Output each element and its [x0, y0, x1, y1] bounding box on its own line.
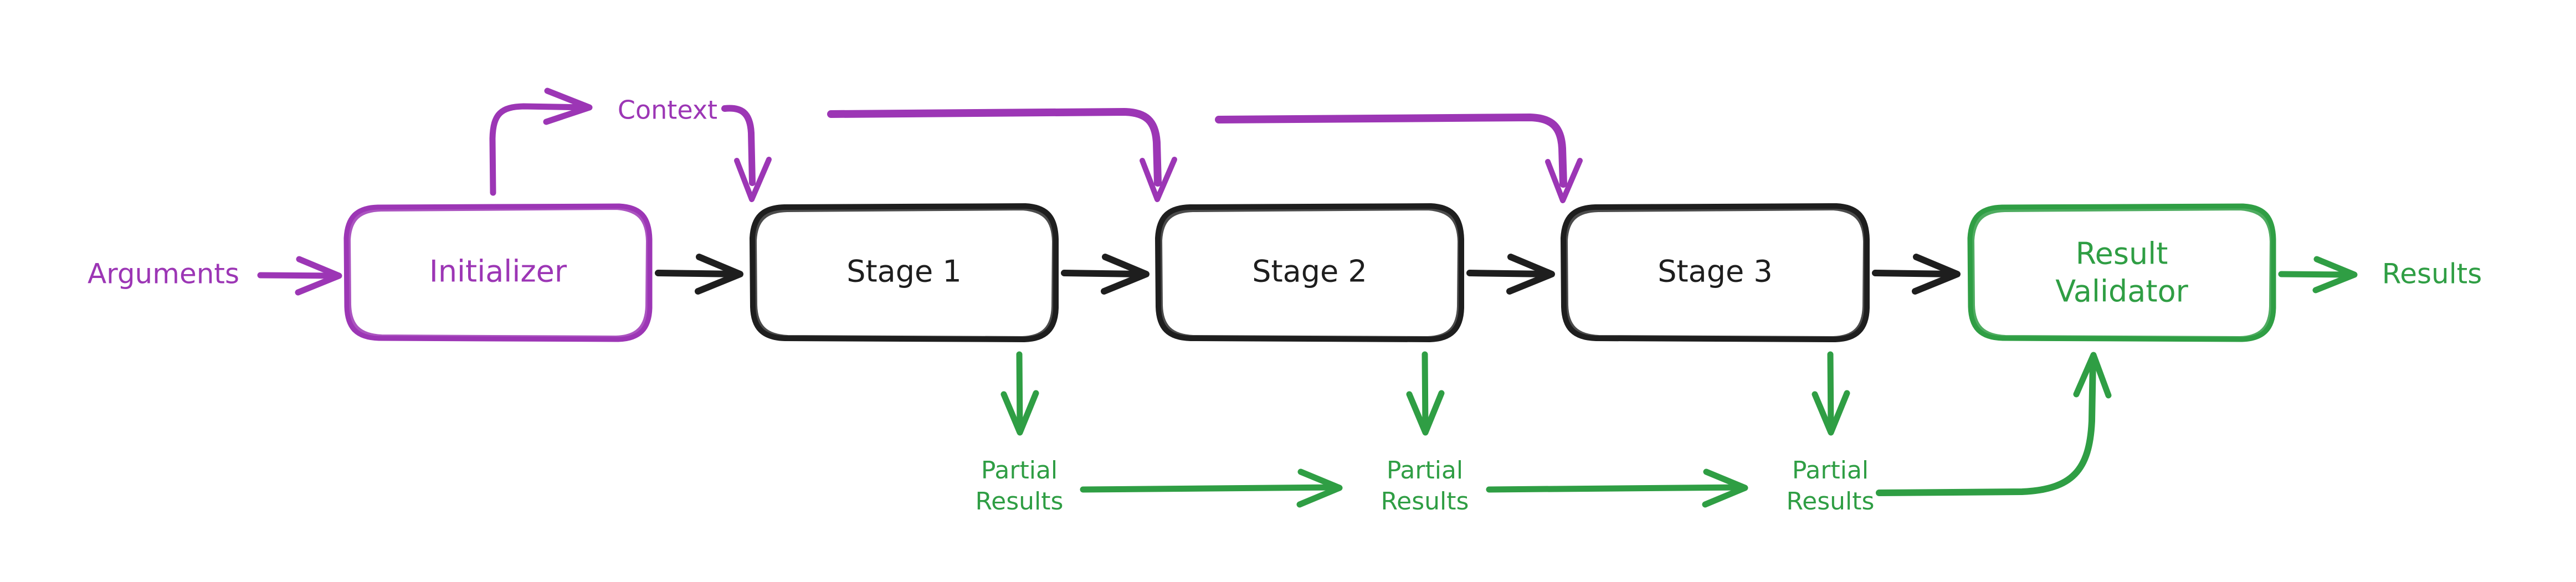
initializer-stage1-shaft	[655, 270, 740, 277]
results-label: Results	[2382, 258, 2482, 290]
result-validator-label-line2: Validator	[2055, 274, 2188, 309]
context-stage1-line	[721, 105, 756, 186]
context-source-curve	[489, 103, 592, 196]
edge-arguments-to-initializer	[257, 256, 342, 296]
validator-results-shaft	[2278, 271, 2354, 278]
partial3-validator-arrow-head	[2073, 352, 2112, 399]
edge-initializer-to-context	[489, 87, 593, 196]
arguments-arrow-head	[295, 256, 342, 296]
partial1-partial2-arrow-head	[1296, 468, 1343, 508]
edge-stage1-to-partial-results-1	[1000, 351, 1039, 436]
context-label: Context	[618, 95, 717, 125]
edge-stage3-to-result-validator	[1872, 254, 1961, 295]
arguments-arrow-shaft	[257, 272, 340, 279]
stage3-validator-shaft	[1872, 270, 1957, 277]
stage2-stage3-arrow-head	[1506, 254, 1555, 295]
edge-context-to-stage1	[721, 105, 772, 202]
stage1-stage2-arrow-head	[1101, 254, 1150, 295]
context-stage3-arrow-head	[1545, 158, 1583, 203]
partial1-partial2-shaft	[1080, 484, 1340, 493]
stage1-stage2-shaft	[1061, 270, 1146, 277]
stage2-box-outline	[1155, 203, 1464, 342]
context-stage1-arrow-head	[734, 157, 772, 202]
stage1-label: Stage 1	[846, 254, 962, 289]
stage1-box-outline-sketch	[753, 207, 1055, 339]
edge-stage1-to-stage2	[1061, 254, 1150, 295]
partial-results-3-line2: Results	[1787, 487, 1875, 516]
initializer-stage1-arrow-head	[695, 254, 743, 295]
partial-results-1-line2: Results	[976, 487, 1064, 516]
stage3-partial3-shaft	[1827, 351, 1834, 432]
partial3-validator-curve	[1876, 357, 2096, 496]
arguments-label: Arguments	[88, 258, 239, 290]
partial-results-3-line1: Partial	[1792, 456, 1869, 485]
partial-results-2-line1: Partial	[1387, 456, 1463, 485]
validator-results-arrow-head	[2312, 256, 2358, 293]
initializer-box-outline-sketch	[347, 207, 649, 339]
result-validator-box-outline-sketch	[1971, 207, 2273, 339]
node-stage2[interactable]: Stage 2	[1155, 203, 1464, 342]
edge-partial-results-2-to-3	[1486, 468, 1748, 508]
edge-initializer-to-stage1	[655, 254, 743, 295]
partial-results-3: Partial Results	[1787, 456, 1875, 516]
context-stage2-arrow-head	[1140, 157, 1177, 202]
node-stage3[interactable]: Stage 3	[1561, 203, 1870, 342]
partial-results-2: Partial Results	[1381, 456, 1469, 516]
initializer-box-outline	[343, 203, 653, 342]
context-stage3-line	[1215, 113, 1567, 188]
edge-stage2-to-partial-results-2	[1406, 351, 1445, 436]
stage2-box-outline-sketch	[1159, 207, 1461, 339]
stage2-partial2-arrow-head	[1406, 390, 1445, 436]
node-result-validator[interactable]: Result Validator	[1967, 203, 2276, 342]
edge-result-validator-to-results	[2278, 256, 2358, 293]
stage3-validator-arrow-head	[1912, 254, 1961, 295]
stage2-stage3-shaft	[1466, 270, 1552, 277]
context-source-arrow-head	[543, 87, 593, 125]
initializer-label: Initializer	[429, 254, 567, 289]
context-stage2-line	[827, 107, 1162, 187]
edge-stage3-to-partial-results-3	[1812, 351, 1850, 436]
edge-partial-results-3-to-result-validator	[1876, 352, 2112, 496]
edge-context-to-stage2	[827, 107, 1177, 202]
stage3-box-outline	[1561, 203, 1870, 342]
partial2-partial3-arrow-head	[1702, 468, 1748, 508]
partial-results-1-line1: Partial	[981, 456, 1058, 485]
node-initializer[interactable]: Initializer	[343, 203, 653, 342]
partial2-partial3-shaft	[1486, 484, 1745, 493]
edge-stage2-to-stage3	[1466, 254, 1555, 295]
stage3-partial3-arrow-head	[1812, 390, 1850, 436]
edge-context-to-stage3	[1215, 113, 1583, 203]
edge-partial-results-1-to-2	[1080, 468, 1343, 508]
stage1-box-outline	[750, 203, 1059, 342]
result-validator-box-outline	[1967, 203, 2276, 342]
partial-results-1: Partial Results	[976, 456, 1064, 516]
stage3-label: Stage 3	[1658, 254, 1773, 289]
stage2-label: Stage 2	[1252, 254, 1367, 289]
stage1-partial1-arrow-head	[1000, 390, 1039, 436]
node-stage1[interactable]: Stage 1	[750, 203, 1059, 342]
stage1-partial1-shaft	[1016, 351, 1023, 432]
partial-results-2-line2: Results	[1381, 487, 1469, 516]
stage3-box-outline-sketch	[1564, 207, 1866, 339]
result-validator-label-line1: Result	[2076, 236, 2168, 271]
